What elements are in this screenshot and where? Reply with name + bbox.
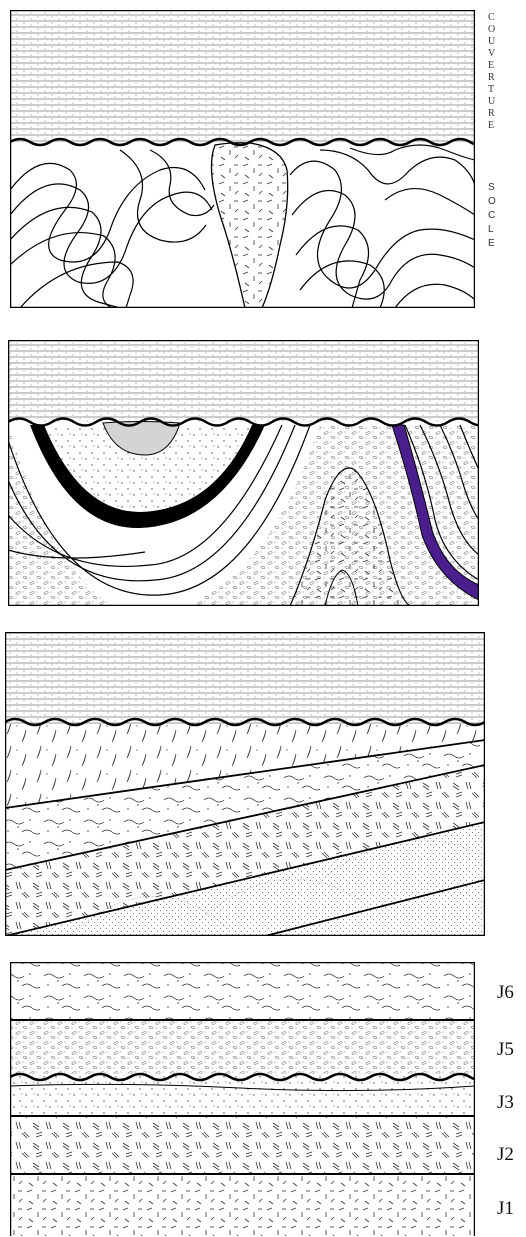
cover-layer bbox=[5, 632, 485, 724]
cross-bedding-arcs bbox=[69, 839, 471, 936]
legend-labels: J6 J5 J3 J2 J1 bbox=[497, 982, 514, 1219]
label-j1: J1 bbox=[497, 1198, 514, 1219]
bed-j5 bbox=[10, 1020, 475, 1074]
tilted-bed-leaf bbox=[5, 724, 485, 808]
tilted-bed-wave bbox=[5, 740, 485, 870]
unconformity-line bbox=[10, 1072, 475, 1082]
label-j6: J6 bbox=[497, 982, 514, 1003]
cover-layer bbox=[8, 340, 479, 422]
bed-j3 bbox=[10, 1076, 475, 1116]
black-marker-bed bbox=[30, 425, 265, 529]
bed-j6 bbox=[10, 962, 475, 1020]
bed-boundaries bbox=[10, 1019, 475, 1175]
gray-lens bbox=[102, 421, 181, 456]
syncline-core bbox=[44, 425, 252, 512]
cover-layer bbox=[10, 10, 475, 142]
bed-j2 bbox=[10, 1116, 475, 1174]
unconformity-line bbox=[5, 717, 485, 727]
panel-4-stratigraphic-column bbox=[10, 962, 475, 1236]
panel-2-syncline bbox=[8, 340, 479, 606]
bed-j1 bbox=[10, 1174, 475, 1236]
purple-marker-bed bbox=[391, 424, 479, 601]
anticline-core bbox=[289, 467, 412, 606]
panel-3-tilted-strata bbox=[5, 632, 485, 936]
tilted-bed-ticks bbox=[5, 765, 485, 936]
syncline-bands bbox=[8, 424, 311, 596]
panel-1-unconformity-basement bbox=[10, 10, 475, 308]
right-limb-beds bbox=[404, 424, 479, 581]
folded-basement-lines bbox=[10, 144, 475, 308]
label-j3: J3 bbox=[497, 1092, 514, 1113]
label-j2: J2 bbox=[497, 1144, 514, 1165]
tilted-bed-boundaries bbox=[5, 739, 485, 936]
label-j5: J5 bbox=[497, 1039, 514, 1060]
unconformity-line bbox=[8, 417, 479, 427]
unconformity-line bbox=[10, 137, 475, 147]
